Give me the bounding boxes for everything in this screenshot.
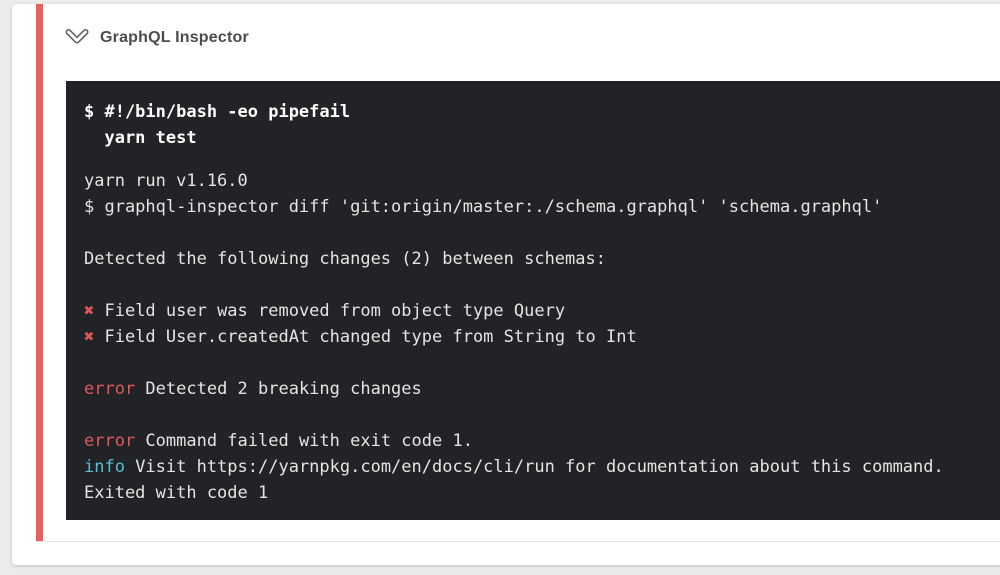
failure-status-bar — [36, 4, 43, 541]
terminal-line: Exited with code 1 — [84, 483, 269, 503]
terminal-line: error Command failed with exit code 1. — [84, 431, 473, 451]
terminal-line: ✖ Field user was removed from object typ… — [84, 301, 566, 321]
step-divider — [36, 541, 1000, 542]
terminal-output: $ #!/bin/bash -eo pipefail yarn test yar… — [66, 81, 1000, 520]
chevron-down-icon[interactable] — [64, 26, 90, 49]
step-header[interactable]: GraphQL Inspector — [64, 26, 249, 49]
terminal-line — [84, 220, 1000, 246]
terminal-line: Detected the following changes (2) betwe… — [84, 249, 606, 269]
terminal-line — [84, 151, 1000, 168]
step-title: GraphQL Inspector — [100, 28, 249, 46]
terminal-line: $ #!/bin/bash -eo pipefail — [84, 102, 351, 122]
terminal-line — [84, 272, 1000, 298]
terminal-line: yarn test — [84, 128, 197, 148]
terminal-line: error Detected 2 breaking changes — [84, 379, 422, 399]
terminal-line — [84, 402, 1000, 428]
terminal-line: $ graphql-inspector diff 'git:origin/mas… — [84, 197, 883, 217]
terminal-line: ✖ Field User.createdAt changed type from… — [84, 327, 637, 347]
build-step-card: GraphQL Inspector $ #!/bin/bash -eo pipe… — [12, 4, 1000, 565]
terminal-line — [84, 350, 1000, 376]
terminal-line: info Visit https://yarnpkg.com/en/docs/c… — [84, 457, 944, 477]
terminal-line: yarn run v1.16.0 — [84, 171, 248, 191]
